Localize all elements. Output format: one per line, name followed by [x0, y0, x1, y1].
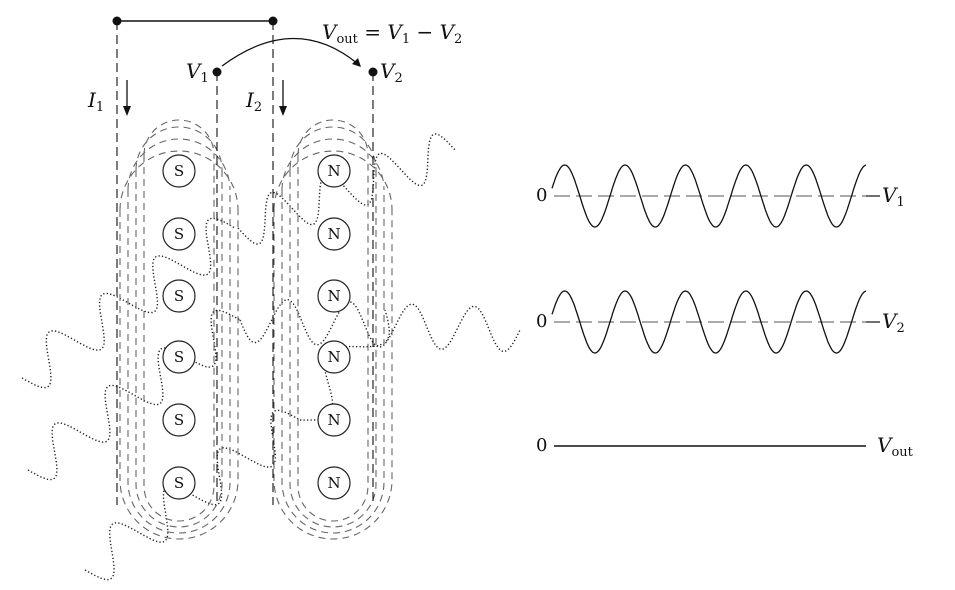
v2-wave-label: V2 [882, 309, 905, 336]
coil1-magnet-circle [162, 403, 196, 437]
terminal-dot [112, 16, 122, 26]
v1-wave-label: V1 [882, 183, 905, 210]
coil2-magnet-circle [317, 154, 351, 188]
coil2-magnet-pole-label: N [327, 411, 341, 429]
v1-zero-label: 0 [536, 185, 548, 206]
coil2-magnet-circle [317, 466, 351, 500]
coil2-magnet-circle [317, 279, 351, 313]
coil1-magnet-pole-label: S [173, 287, 185, 305]
v1-waveform [551, 164, 867, 228]
vout-wave-label: Vout [877, 433, 913, 460]
coil2-magnet-pole-label: N [327, 474, 341, 492]
v2-waveform [551, 290, 867, 354]
current-1-label: I1 [88, 88, 105, 115]
coil1-magnet-circle [162, 340, 196, 374]
current-2-label: I2 [246, 88, 263, 115]
waveform-plots [551, 164, 880, 447]
current-arrows [123, 80, 287, 116]
coil1-magnet-circle [162, 154, 196, 188]
coil2-magnet-circle [317, 403, 351, 437]
hum-noise-wave [237, 133, 456, 245]
vout-arrowhead [352, 58, 361, 67]
coil2-magnet-circle [317, 340, 351, 374]
coil1-magnet-circle [162, 279, 196, 313]
coil1-magnet-pole-label: S [173, 411, 185, 429]
coil2-magnet-circle [317, 217, 351, 251]
coil1-magnet-circle [162, 217, 196, 251]
coil2-magnet-pole-label: N [327, 348, 341, 366]
vout-arrow [221, 37, 359, 67]
v2-terminal [368, 67, 378, 77]
v2-zero-label: 0 [536, 311, 548, 332]
coil2-magnet-pole-label: N [327, 162, 341, 180]
coil1-magnet-circle [162, 466, 196, 500]
coil1-magnet-pole-label: S [173, 348, 185, 366]
vout-equation: Vout = V1 − V2 [322, 20, 463, 47]
magnet-pole-circles [162, 154, 351, 500]
coil2-magnet-pole-label: N [327, 287, 341, 305]
hum-noise-wave [27, 309, 241, 481]
v1-terminal [212, 67, 222, 77]
hum-noise-wave [21, 217, 236, 389]
coil2-magnet-pole-label: N [327, 225, 341, 243]
coil1-magnet-pole-label: S [173, 474, 185, 492]
coil-wires [116, 21, 374, 505]
coil1-magnet-pole-label: S [173, 162, 185, 180]
v2-label: V2 [380, 59, 403, 86]
coil1-field-lines [119, 119, 239, 540]
hum-noise-waves [21, 133, 521, 581]
coil1-magnet-pole-label: S [173, 225, 185, 243]
vout-zero-label: 0 [536, 435, 548, 456]
terminal-dot [268, 16, 278, 26]
v1-label: V1 [186, 59, 209, 86]
